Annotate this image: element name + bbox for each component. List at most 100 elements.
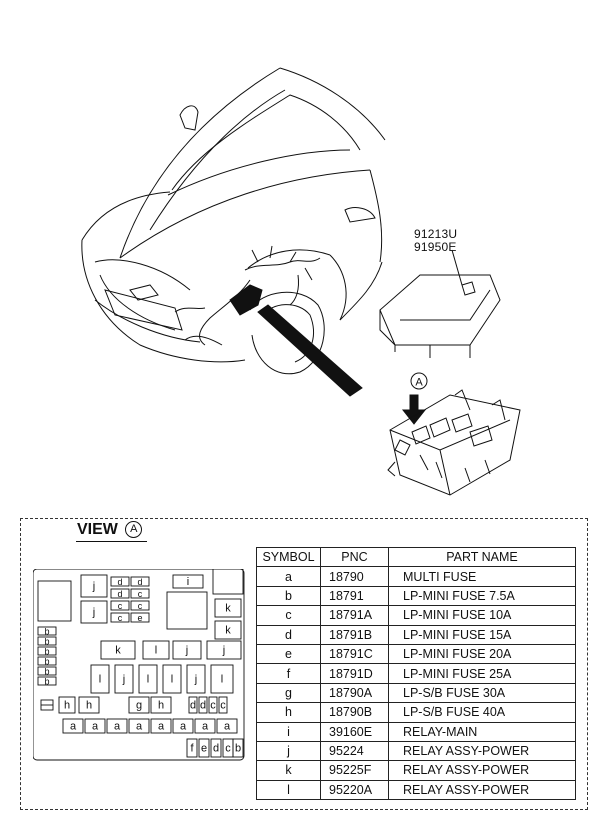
fuse-slot-symbol: j (92, 607, 95, 619)
fuse-slot (210, 664, 234, 694)
part-name-header: PART NAME (388, 546, 576, 568)
fuse-slot (106, 718, 128, 734)
fuse-slot (114, 664, 134, 694)
symbol-cell: b (256, 585, 321, 607)
fuse-slot (37, 646, 57, 656)
fuse-slot (84, 718, 106, 734)
fuse-slot-symbol: d (137, 577, 142, 587)
fuse-slot (130, 588, 150, 599)
fuse-slot-symbol: c (118, 613, 123, 623)
pnc-cell: 18790 (320, 566, 389, 587)
fuse-slot-symbol: c (210, 700, 216, 712)
fuse-slot-symbol: a (92, 721, 99, 733)
pnc-cell: 95220A (320, 779, 389, 801)
view-arrow (401, 394, 427, 425)
fuse-slot-symbol: d (190, 700, 196, 712)
fuse-slot-symbol: d (200, 700, 206, 712)
symbol-cell: h (256, 702, 321, 723)
fuse-slot (218, 696, 228, 714)
fuse-slot-symbol: a (158, 721, 165, 733)
fuse-slot-symbol: b (44, 627, 49, 637)
fuse-slot-symbol: l (147, 674, 149, 686)
parts-table-header: SYMBOL PNC PART NAME (256, 546, 576, 568)
fuse-slot-symbol: c (138, 589, 143, 599)
fuse-slot-symbol: j (185, 645, 188, 657)
fuse-slot (206, 640, 242, 660)
fuse-slot-symbol: g (136, 700, 142, 712)
fuse-slot (128, 718, 150, 734)
fuse-slot (214, 598, 242, 618)
symbol-cell: e (256, 643, 321, 665)
part-name-cell: LP-S/B FUSE 30A (388, 682, 576, 704)
view-label: VIEW (77, 521, 118, 538)
fuse-slot-symbol: i (187, 576, 189, 588)
fuse-slot-symbol: a (136, 721, 143, 733)
part-number-label: 91213U (414, 227, 458, 241)
fuse-slot (216, 718, 238, 734)
part-name-cell: MULTI FUSE (388, 566, 576, 587)
pnc-cell: 18791B (320, 624, 389, 645)
fuse-slot (186, 664, 206, 694)
part-number-label: 91950E (414, 240, 457, 254)
pnc-cell: 95224 (320, 740, 389, 762)
view-letter: A (125, 521, 143, 538)
fuse-slot (80, 574, 108, 598)
fuse-slot (78, 696, 100, 714)
fuse-slot (186, 738, 198, 758)
pnc-cell: 39160E (320, 721, 389, 742)
pnc-cell: 18791A (320, 605, 389, 626)
fuse-slot-symbol: d (117, 589, 122, 599)
fuse-slot (37, 656, 57, 666)
fuse-slot (130, 612, 150, 623)
fuse-slot-symbol: b (44, 647, 49, 657)
symbol-cell: d (256, 624, 321, 645)
fuse-slot (198, 738, 210, 758)
fuse-slot-symbol: d (117, 577, 122, 587)
fuse-slot (130, 600, 150, 611)
part-name-cell: RELAY ASSY-POWER (388, 740, 576, 762)
fuse-slot (58, 696, 76, 714)
fuse-slot-symbol: b (44, 637, 49, 647)
leader-line (451, 249, 463, 286)
fuse-slot-symbol: c (225, 743, 231, 755)
symbol-cell: l (256, 779, 321, 801)
fuse-slot-symbol: b (44, 677, 49, 687)
part-name-cell: RELAY ASSY-POWER (388, 779, 576, 801)
pnc-cell: 95225F (320, 760, 389, 781)
fuse-slot-symbol: e (137, 613, 142, 623)
fuse-slot-symbol: a (114, 721, 121, 733)
fuse-box-location (229, 284, 263, 316)
fuse-block (166, 591, 208, 630)
fuse-slot-symbol: c (220, 700, 226, 712)
fuse-slot-symbol: k (225, 625, 231, 637)
fuse-slot-symbol: l (171, 674, 173, 686)
fuse-slot (232, 738, 244, 758)
pnc-cell: 18791C (320, 643, 389, 665)
fuse-slot-symbol: a (70, 721, 77, 733)
symbol-cell: c (256, 605, 321, 626)
fuse-slot (37, 676, 57, 686)
fuse-slot-symbol: k (115, 645, 121, 657)
fuse-box-open (387, 389, 521, 496)
car-outline (81, 67, 386, 375)
fuse-slot-symbol: c (138, 601, 143, 611)
pnc-cell: 18791 (320, 585, 389, 607)
fuse-slot (162, 664, 182, 694)
fuse-slot-symbol: b (235, 743, 241, 755)
fuse-slot (110, 588, 130, 599)
fuse-slot (142, 640, 170, 660)
fuse-slot (37, 666, 57, 676)
fuse-slot (90, 664, 110, 694)
fuse-slot (208, 696, 218, 714)
callout-a-letter: A (415, 377, 423, 389)
